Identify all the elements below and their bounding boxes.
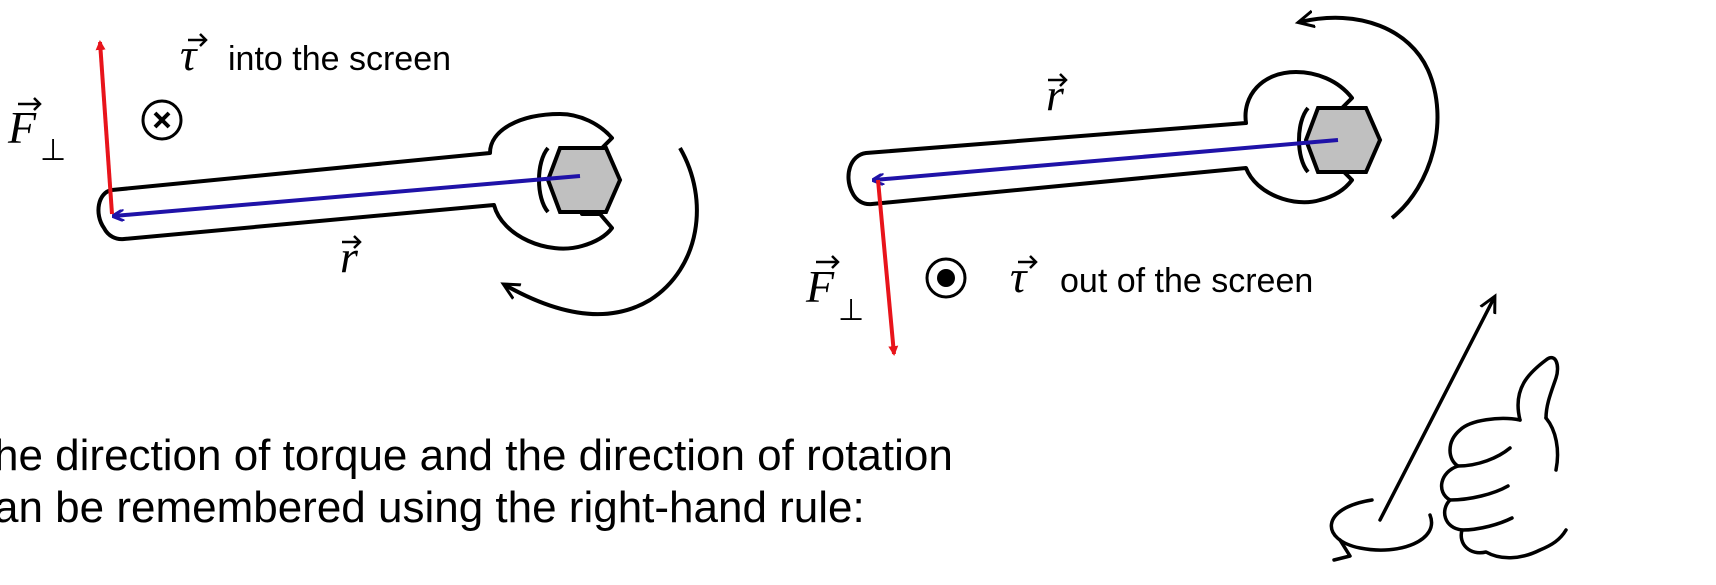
right-tau-label: τ out of the screen	[1010, 251, 1313, 302]
left-r-vector	[114, 174, 581, 216]
footer-line-1: he direction of torque and the direction…	[0, 431, 953, 480]
right-wrench-outline	[846, 70, 1354, 207]
left-force-label: F ⊥	[7, 97, 66, 167]
right-nut	[1303, 106, 1383, 174]
left-wrench-outline	[96, 112, 614, 251]
left-tau-caption: into the screen	[228, 40, 451, 78]
right-force-label: F ⊥	[805, 255, 864, 327]
right-r-vector	[874, 138, 1339, 180]
right-force-subscript: ⊥	[838, 294, 864, 327]
out-of-screen-icon	[925, 257, 967, 299]
right-wrench	[846, 18, 1440, 356]
into-screen-icon	[141, 99, 183, 141]
right-force-symbol: F	[805, 261, 835, 312]
footer-line-2: an be remembered using the right-hand ru…	[0, 483, 865, 532]
left-r-label: r	[340, 231, 362, 282]
left-r-symbol: r	[340, 231, 359, 282]
left-force-vector	[95, 40, 114, 215]
right-tau-symbol: τ	[1010, 251, 1028, 302]
right-rotation-arrow	[1300, 18, 1440, 220]
left-rotation-arrow	[505, 147, 699, 317]
left-force-subscript: ⊥	[40, 134, 66, 167]
right-tau-caption: out of the screen	[1060, 262, 1313, 300]
right-force-vector	[876, 179, 899, 356]
left-tau-symbol: τ	[180, 29, 198, 80]
left-nut	[545, 146, 623, 214]
right-r-label: r	[1046, 69, 1068, 120]
right-r-symbol: r	[1046, 69, 1065, 120]
left-force-symbol: F	[7, 102, 37, 153]
left-tau-label: τ into the screen	[180, 29, 451, 80]
left-wrench	[95, 40, 699, 317]
right-hand-rule-icon	[1329, 298, 1568, 562]
